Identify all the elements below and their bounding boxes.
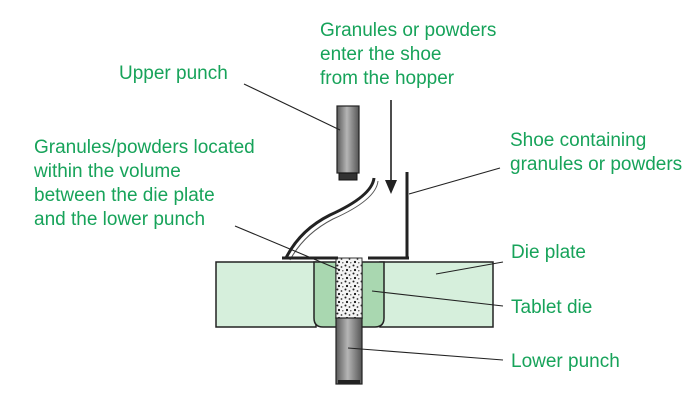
shoe-left-wall <box>284 177 376 259</box>
label-shoe-line-2: granules or powders <box>510 154 683 175</box>
label-hopper: Granules or powders enter the shoe from … <box>320 19 496 91</box>
leader-shoe <box>408 167 501 195</box>
label-granules-line-4: and the lower punch <box>34 209 206 230</box>
label-granules-line-1: Granules/powders located <box>34 137 255 158</box>
label-granules-line-3: between the die plate <box>34 185 215 206</box>
label-tablet-die: Tablet die <box>511 297 593 318</box>
label-hopper-line-1: Granules or powders <box>320 20 497 41</box>
leader-upper-punch <box>243 83 341 131</box>
label-shoe: Shoe containing granules or powders <box>510 129 693 177</box>
lower-punch-base <box>338 380 360 384</box>
label-granules-line-2: within the volume <box>34 161 181 182</box>
leader-granules <box>234 225 341 271</box>
label-upper-punch: Upper punch <box>119 63 228 84</box>
lower-punch <box>335 317 363 385</box>
label-shoe-line-1: Shoe containing <box>510 130 647 151</box>
label-hopper-line-2: enter the shoe <box>320 44 442 65</box>
die-plate-right <box>379 261 494 328</box>
label-lower-punch: Lower punch <box>511 351 620 372</box>
leader-lower-punch <box>347 347 504 361</box>
upper-punch <box>336 105 360 174</box>
granules-in-die <box>335 257 363 319</box>
upper-punch-tip <box>338 172 358 181</box>
label-die-plate: Die plate <box>511 242 586 263</box>
label-granules-located: Granules/powders located within the volu… <box>34 136 255 232</box>
hopper-arrow-head <box>385 180 397 194</box>
shoe-left-wall-inner <box>289 180 379 261</box>
die-plate-left <box>215 261 317 328</box>
leader-tablet-die <box>371 290 504 307</box>
leader-die-plate <box>435 261 504 275</box>
label-hopper-line-3: from the hopper <box>320 68 455 89</box>
tablet-die <box>313 261 385 328</box>
